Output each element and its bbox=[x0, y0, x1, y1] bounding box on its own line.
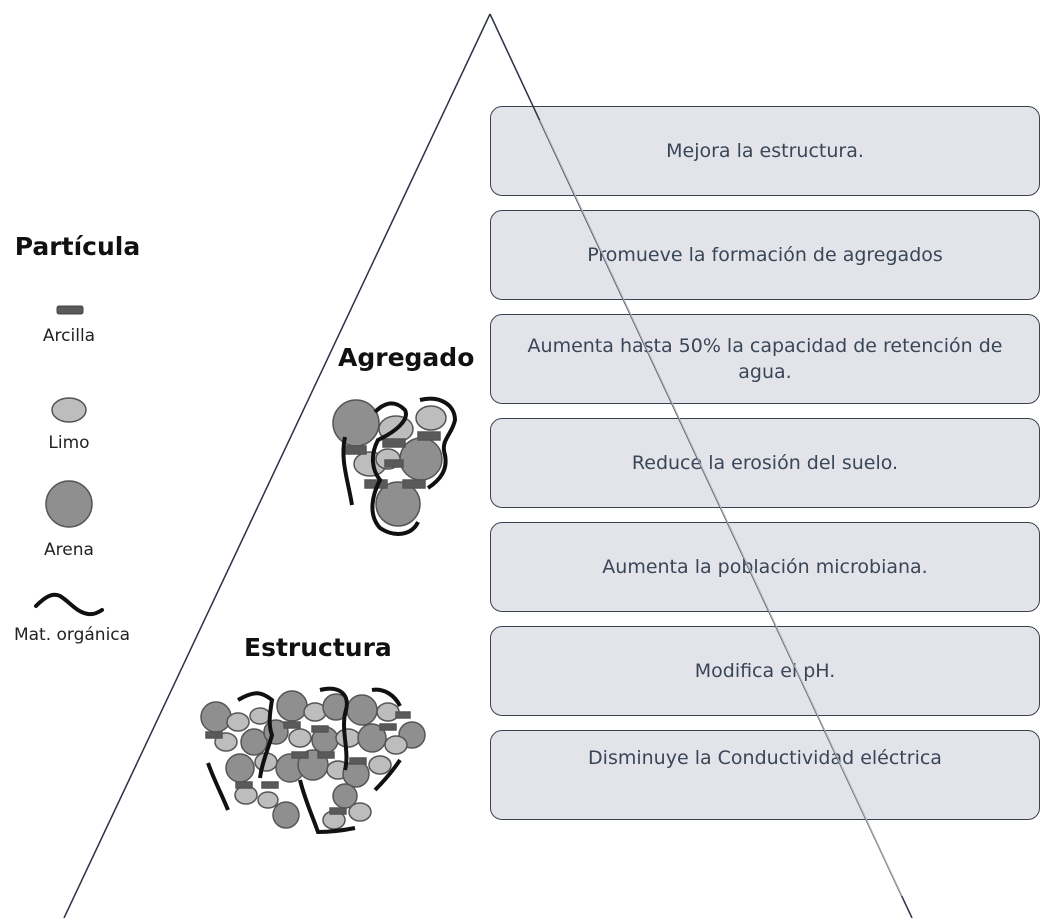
benefit-box: Modifica el pH. bbox=[490, 626, 1040, 716]
aggregate-illustration bbox=[332, 396, 458, 536]
benefit-text: Disminuye la Conductividad eléctrica bbox=[588, 747, 942, 769]
benefit-box: Aumenta la población microbiana. bbox=[490, 522, 1040, 612]
aggregate-label: Agregado bbox=[338, 343, 475, 372]
organic-matter-icon bbox=[34, 592, 104, 617]
benefit-text: Aumenta la población microbiana. bbox=[602, 556, 928, 578]
benefit-text: Promueve la formación de agregados bbox=[587, 244, 943, 266]
benefit-text: Mejora la estructura. bbox=[666, 140, 864, 162]
benefit-text: Aumenta hasta 50% la capacidad de retenc… bbox=[527, 335, 1003, 383]
benefit-text: Modifica el pH. bbox=[694, 660, 836, 682]
structure-label: Estructura bbox=[244, 633, 392, 662]
legend-label-sand: Arena bbox=[44, 540, 94, 560]
benefit-text: Reduce la erosión del suelo. bbox=[631, 452, 899, 474]
structure-illustration bbox=[200, 686, 426, 835]
benefit-box: Disminuye la Conductividad eléctrica bbox=[490, 730, 1040, 820]
benefit-box: Mejora la estructura. bbox=[490, 106, 1040, 196]
legend-label-organic-matter: Mat. orgánica bbox=[13, 625, 131, 645]
legend-label-silt: Limo bbox=[48, 433, 90, 453]
legend-label-clay: Arcilla bbox=[42, 326, 96, 346]
benefit-box: Promueve la formación de agregados bbox=[490, 210, 1040, 300]
silt-icon bbox=[51, 397, 87, 423]
benefit-box: Reduce la erosión del suelo. bbox=[490, 418, 1040, 508]
benefit-box: Aumenta hasta 50% la capacidad de retenc… bbox=[490, 314, 1040, 404]
clay-icon bbox=[56, 305, 84, 315]
sand-icon bbox=[45, 480, 93, 528]
legend-title: Partícula bbox=[14, 232, 141, 261]
